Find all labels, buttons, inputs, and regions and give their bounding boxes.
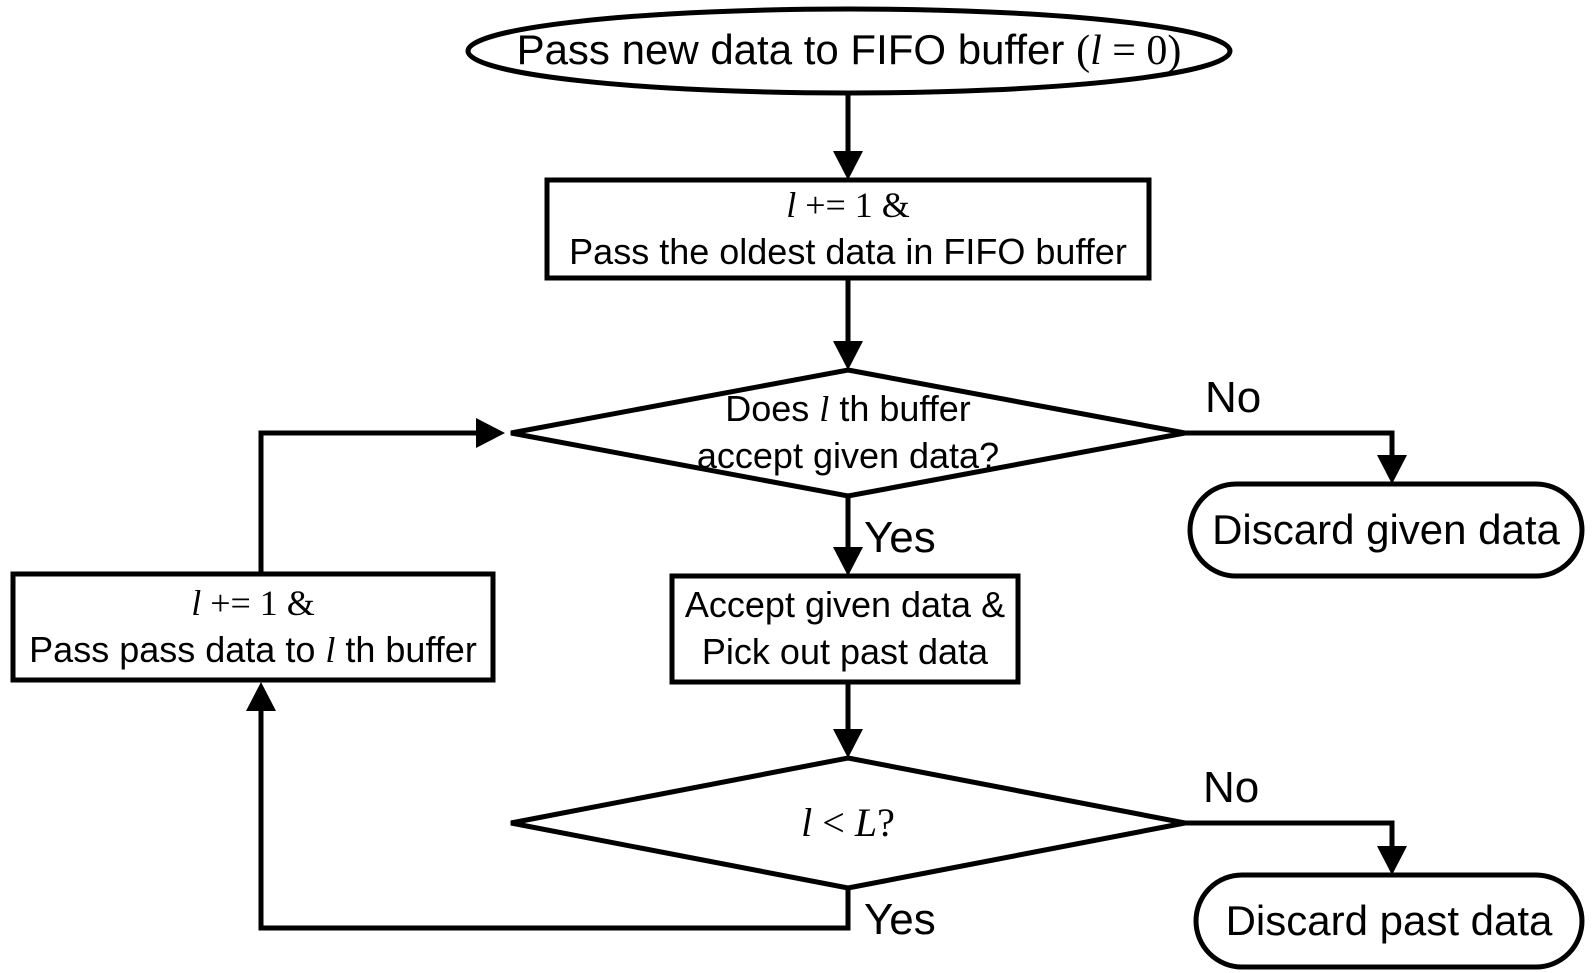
discard-past-text: Discard past data <box>1225 896 1553 944</box>
pass-oldest-label: l += 1 & Pass the oldest data in FIFO bu… <box>551 181 1145 277</box>
discard-past-label: Discard past data <box>1198 877 1580 965</box>
accept-given-label: Accept given data & Pick out past data <box>674 578 1016 680</box>
start-terminator-shape <box>465 6 1233 96</box>
edge-count-yes-to-increment-pass <box>258 707 851 931</box>
accept-decision-diamond-shape <box>510 367 1186 499</box>
discard-given-text: Discard given data <box>1212 505 1560 553</box>
increment-pass-process-shape <box>10 571 496 683</box>
arrowhead-into-discard-given <box>1377 455 1407 484</box>
start-terminator-label: Pass new data to FIFO buffer (l = 0) <box>470 12 1228 90</box>
increment-pass-line1: l += 1 & <box>191 583 315 624</box>
arrowhead-into-accept-decision-left <box>476 418 505 448</box>
arrowhead-into-pass-oldest <box>833 151 863 180</box>
accept-decision-no-label: No <box>1205 373 1262 422</box>
start-terminator-text: Pass new data to FIFO buffer (l = 0) <box>516 26 1182 75</box>
pass-oldest-line1: l += 1 & <box>786 185 910 226</box>
count-decision-no-label: No <box>1203 763 1260 812</box>
pass-oldest-line2: Pass the oldest data in FIFO buffer <box>569 231 1127 272</box>
accept-decision-label: Does l th buffer accept given data? <box>598 383 1098 483</box>
count-decision-text: l < L? <box>801 800 895 845</box>
edge-accept-no-to-discard-given <box>1185 430 1395 460</box>
count-decision-label: l < L? <box>598 791 1098 855</box>
pass-oldest-process-shape <box>544 177 1152 281</box>
accept-given-process-shape <box>669 573 1021 685</box>
increment-pass-label: l += 1 & Pass pass data to l th buffer <box>15 576 491 678</box>
count-decision-diamond-shape <box>510 755 1186 891</box>
accept-given-line2: Pick out past data <box>701 631 989 672</box>
arrowhead-into-increment-pass <box>246 682 276 711</box>
arrowhead-into-accept-decision-top <box>833 341 863 370</box>
accept-given-line1: Accept given data & <box>684 584 1006 626</box>
accept-decision-line2: accept given data? <box>696 435 1000 476</box>
increment-pass-line2: Pass pass data to l th buffer <box>29 629 477 670</box>
edge-count-no-to-discard-past <box>1185 820 1395 851</box>
arrowhead-into-accept-given <box>833 547 863 576</box>
accept-decision-line1: Does l th buffer <box>725 388 971 430</box>
edge-increment-pass-to-accept-decision <box>258 430 481 574</box>
arrowhead-into-discard-past <box>1377 846 1407 875</box>
arrowhead-into-count-decision <box>833 729 863 758</box>
accept-decision-yes-label: Yes <box>864 513 936 562</box>
discard-given-terminator-shape <box>1187 481 1585 579</box>
discard-past-terminator-shape <box>1193 872 1585 970</box>
discard-given-label: Discard given data <box>1192 486 1580 574</box>
count-decision-yes-label: Yes <box>864 895 936 944</box>
